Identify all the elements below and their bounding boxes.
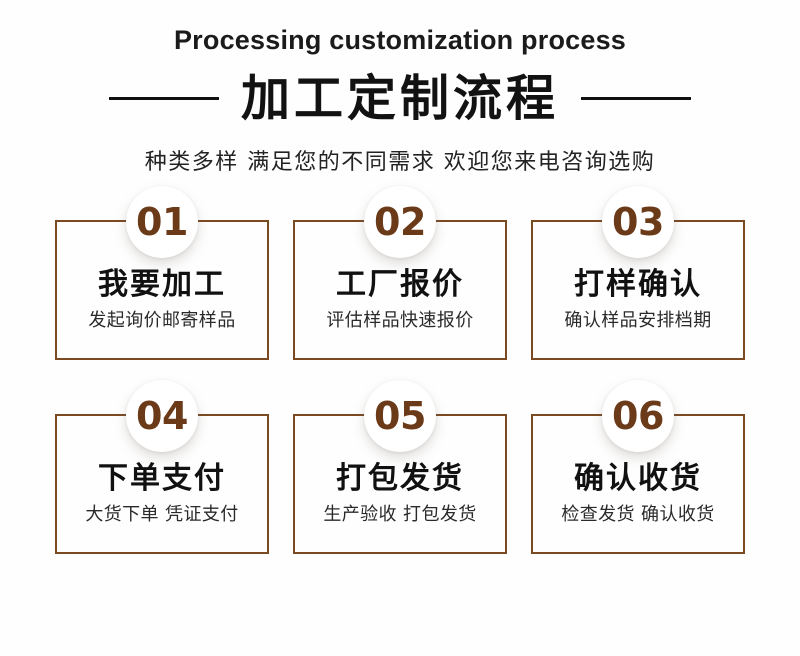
page-subtitle: 种类多样 满足您的不同需求 欢迎您来电咨询选购 — [144, 149, 656, 175]
process-step-03: 03 打样确认 确认样品安排档期 — [531, 186, 745, 361]
step-description: 确认样品安排档期 — [564, 310, 712, 332]
step-number: 05 — [374, 394, 426, 439]
eyebrow-english-title: Processing customization process — [173, 25, 627, 55]
process-steps-grid: 01 我要加工 发起询价邮寄样品 02 工厂报价 评估样品快速报价 03 打 — [55, 186, 745, 555]
step-body: 打样确认 确认样品安排档期 — [533, 268, 743, 332]
step-number-badge: 05 — [364, 380, 436, 453]
step-title: 工厂报价 — [336, 267, 464, 303]
step-description: 检查发货 确认收货 — [561, 504, 715, 526]
step-description: 发起询价邮寄样品 — [88, 310, 236, 332]
step-body: 工厂报价 评估样品快速报价 — [295, 268, 505, 332]
main-title-row: 加工定制流程 — [0, 70, 800, 128]
step-number-badge: 03 — [602, 186, 674, 259]
step-title: 确认收货 — [574, 461, 702, 497]
step-number: 01 — [136, 200, 188, 245]
step-number: 06 — [612, 394, 664, 439]
step-title: 下单支付 — [98, 461, 226, 497]
title-rule-left — [108, 97, 219, 101]
process-step-01: 01 我要加工 发起询价邮寄样品 — [55, 186, 269, 361]
process-step-05: 05 打包发货 生产验收 打包发货 — [293, 380, 507, 555]
step-number-badge: 01 — [126, 186, 198, 259]
step-number-badge: 02 — [364, 186, 436, 259]
title-rule-right — [581, 97, 691, 101]
step-body: 确认收货 检查发货 确认收货 — [533, 462, 743, 526]
step-title: 打包发货 — [336, 461, 464, 497]
step-number: 02 — [374, 200, 426, 245]
page-title: 加工定制流程 — [240, 70, 559, 128]
step-number: 04 — [136, 394, 188, 439]
step-body: 下单支付 大货下单 凭证支付 — [57, 462, 267, 526]
step-body: 我要加工 发起询价邮寄样品 — [57, 268, 267, 332]
page-header: Processing customization process 加工定制流程 … — [0, 0, 800, 176]
step-description: 评估样品快速报价 — [326, 310, 474, 332]
step-description: 大货下单 凭证支付 — [85, 504, 239, 526]
step-title: 我要加工 — [98, 267, 226, 303]
step-number-badge: 04 — [126, 380, 198, 453]
step-body: 打包发货 生产验收 打包发货 — [295, 462, 505, 526]
process-step-02: 02 工厂报价 评估样品快速报价 — [293, 186, 507, 361]
process-step-04: 04 下单支付 大货下单 凭证支付 — [55, 380, 269, 555]
step-number: 03 — [612, 200, 664, 245]
step-description: 生产验收 打包发货 — [323, 504, 477, 526]
process-step-06: 06 确认收货 检查发货 确认收货 — [531, 380, 745, 555]
step-title: 打样确认 — [574, 267, 702, 303]
step-number-badge: 06 — [602, 380, 674, 453]
